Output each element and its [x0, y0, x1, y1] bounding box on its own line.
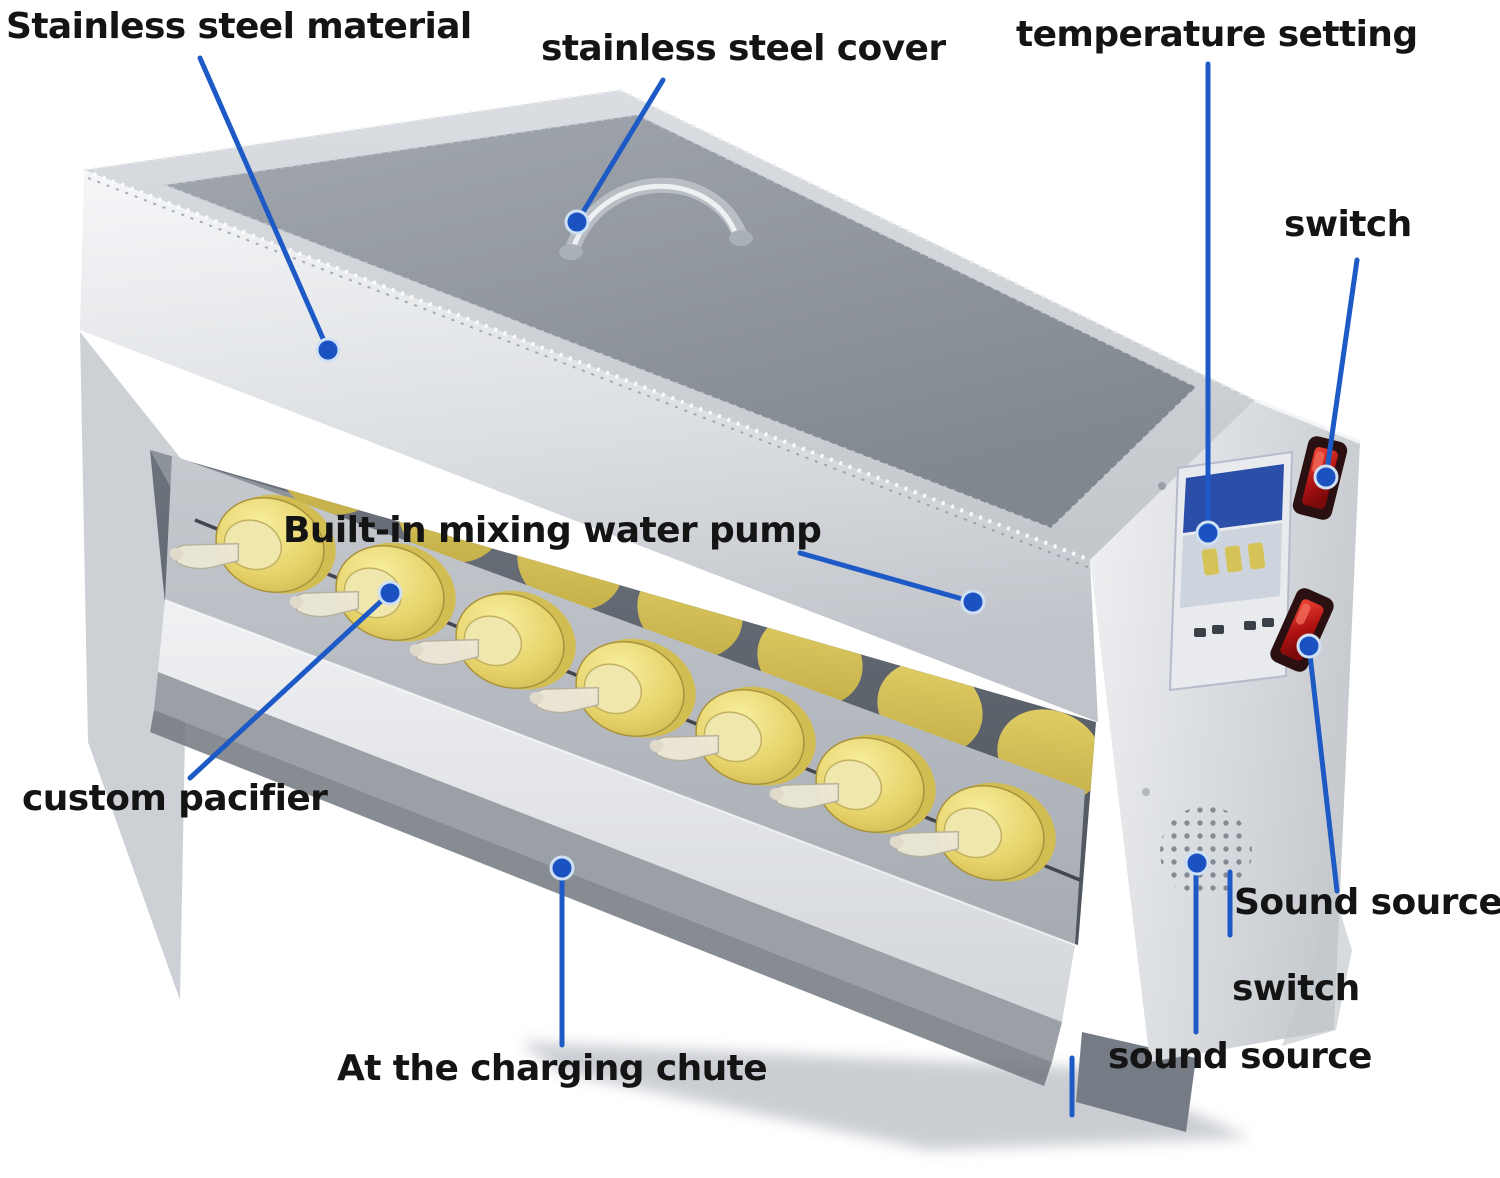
callout-dot-water-pump — [960, 589, 986, 615]
callout-lines — [187, 55, 1360, 1118]
lid-front-band — [80, 170, 1098, 722]
callout-dots — [315, 209, 1339, 881]
callout-dot-switch-bottom — [1296, 633, 1322, 659]
callout-dot-cover — [564, 209, 590, 235]
right-end-panel — [1090, 398, 1361, 1062]
callout-dot-sound — [1184, 850, 1210, 876]
callout-line-switch-bottom — [1306, 643, 1340, 894]
label-custom-pacifier: custom pacifier — [22, 778, 328, 819]
callout-dot-switch-top — [1313, 464, 1339, 490]
label-switch-top: switch — [1284, 204, 1412, 245]
label-stainless-steel-material: Stainless steel material — [6, 6, 472, 47]
callout-dot-temperature — [1195, 520, 1221, 546]
label-temperature-setting: temperature setting — [1016, 14, 1418, 55]
callout-line-water-pump — [797, 550, 976, 605]
label-sound-source-lower: sound source — [1108, 1036, 1372, 1077]
charging-chute — [150, 599, 1076, 1086]
label-charging-chute: At the charging chute — [337, 1048, 768, 1089]
lid-cover — [83, 88, 1256, 569]
label-water-pump: Built-in mixing water pump — [283, 510, 822, 551]
callout-dot-material — [315, 337, 341, 363]
callout-line-cover — [574, 77, 666, 225]
callout-line-pacifier — [187, 590, 393, 781]
callout-line-switch-top — [1323, 257, 1360, 480]
callout-dot-pacifier — [377, 580, 403, 606]
label-switch-bottom: switch — [1232, 968, 1360, 1009]
callout-dot-chute — [549, 855, 575, 881]
machine — [80, 88, 1361, 1150]
label-stainless-steel-cover: stainless steel cover — [541, 28, 946, 69]
callout-line-material — [197, 55, 331, 353]
label-sound-source-upper: Sound source — [1234, 882, 1500, 923]
power-switch-lower — [1270, 588, 1334, 672]
